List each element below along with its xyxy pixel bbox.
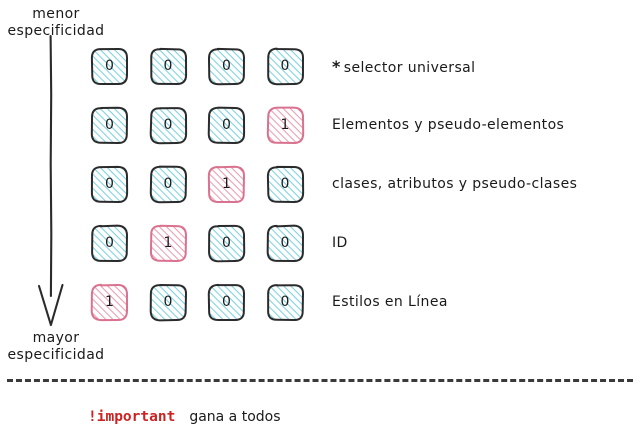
- footer-phrase: gana a todos: [175, 409, 280, 425]
- dashed-divider: [7, 379, 633, 382]
- specificity-row: 0 0 1 0: [89, 164, 319, 223]
- asterisk-icon: *: [332, 57, 344, 76]
- arrow-down-icon: [28, 34, 74, 334]
- axis-caption-high-line-2: especificidad: [0, 347, 112, 364]
- specificity-cell-value: 1: [89, 282, 130, 323]
- row-label: clases, atributos y pseudo-clases: [332, 164, 577, 223]
- specificity-cell: 1: [265, 105, 306, 146]
- specificity-grid: 0 0 0 0 0 0 0 1: [89, 46, 319, 341]
- row-label: Estilos en Línea: [332, 282, 577, 341]
- specificity-cell: 0: [148, 282, 189, 323]
- specificity-cell-value: 0: [206, 282, 247, 323]
- specificity-cell-value: 1: [206, 164, 247, 205]
- specificity-cell-value: 0: [206, 105, 247, 146]
- row-label: *selector universal: [332, 46, 577, 105]
- row-label-text: clases, atributos y pseudo-clases: [332, 176, 577, 192]
- specificity-cell: 1: [148, 223, 189, 264]
- specificity-cell: 1: [89, 282, 130, 323]
- specificity-cell-value: 0: [89, 223, 130, 264]
- axis-caption-low-line-1: menor: [0, 6, 112, 23]
- row-label-text: selector universal: [344, 60, 476, 76]
- specificity-cell-value: 0: [206, 46, 247, 87]
- row-label-text: ID: [332, 235, 348, 251]
- specificity-row: 1 0 0 0: [89, 282, 319, 341]
- specificity-cell-value: 0: [148, 105, 189, 146]
- specificity-cell: 0: [148, 164, 189, 205]
- specificity-row: 0 0 0 1: [89, 105, 319, 164]
- specificity-cell-value: 0: [206, 223, 247, 264]
- specificity-cell: 0: [89, 223, 130, 264]
- specificity-cell: 0: [89, 46, 130, 87]
- row-label: Elementos y pseudo-elementos: [332, 105, 577, 164]
- specificity-cell: 0: [148, 46, 189, 87]
- specificity-cell-value: 1: [265, 105, 306, 146]
- row-label-text: Estilos en Línea: [332, 294, 448, 310]
- row-label-list: *selector universal Elementos y pseudo-e…: [332, 46, 577, 341]
- specificity-arrow: [28, 34, 74, 334]
- specificity-cell: 0: [89, 164, 130, 205]
- specificity-cell: 0: [89, 105, 130, 146]
- specificity-cell: 0: [206, 105, 247, 146]
- specificity-cell-value: 0: [265, 164, 306, 205]
- specificity-cell-value: 0: [148, 282, 189, 323]
- specificity-cell-value: 0: [89, 164, 130, 205]
- row-label: ID: [332, 223, 577, 282]
- specificity-cell-value: 0: [89, 46, 130, 87]
- specificity-cell: 0: [206, 46, 247, 87]
- specificity-cell-value: 0: [265, 282, 306, 323]
- specificity-row: 0 0 0 0: [89, 46, 319, 105]
- specificity-cell: 0: [265, 46, 306, 87]
- specificity-cell: 0: [148, 105, 189, 146]
- specificity-cell: 0: [265, 164, 306, 205]
- footer-note: !importantgana a todos: [88, 406, 281, 425]
- specificity-cell: 1: [206, 164, 247, 205]
- important-keyword: !important: [88, 409, 175, 425]
- specificity-cell-value: 1: [148, 223, 189, 264]
- specificity-cell-value: 0: [265, 46, 306, 87]
- specificity-cell-value: 0: [148, 46, 189, 87]
- specificity-cell-value: 0: [148, 164, 189, 205]
- specificity-cell: 0: [206, 282, 247, 323]
- specificity-row: 0 1 0 0: [89, 223, 319, 282]
- specificity-cell: 0: [206, 223, 247, 264]
- specificity-cell-value: 0: [265, 223, 306, 264]
- row-label-text: Elementos y pseudo-elementos: [332, 117, 564, 133]
- specificity-cell-value: 0: [89, 105, 130, 146]
- specificity-cell: 0: [265, 223, 306, 264]
- specificity-cell: 0: [265, 282, 306, 323]
